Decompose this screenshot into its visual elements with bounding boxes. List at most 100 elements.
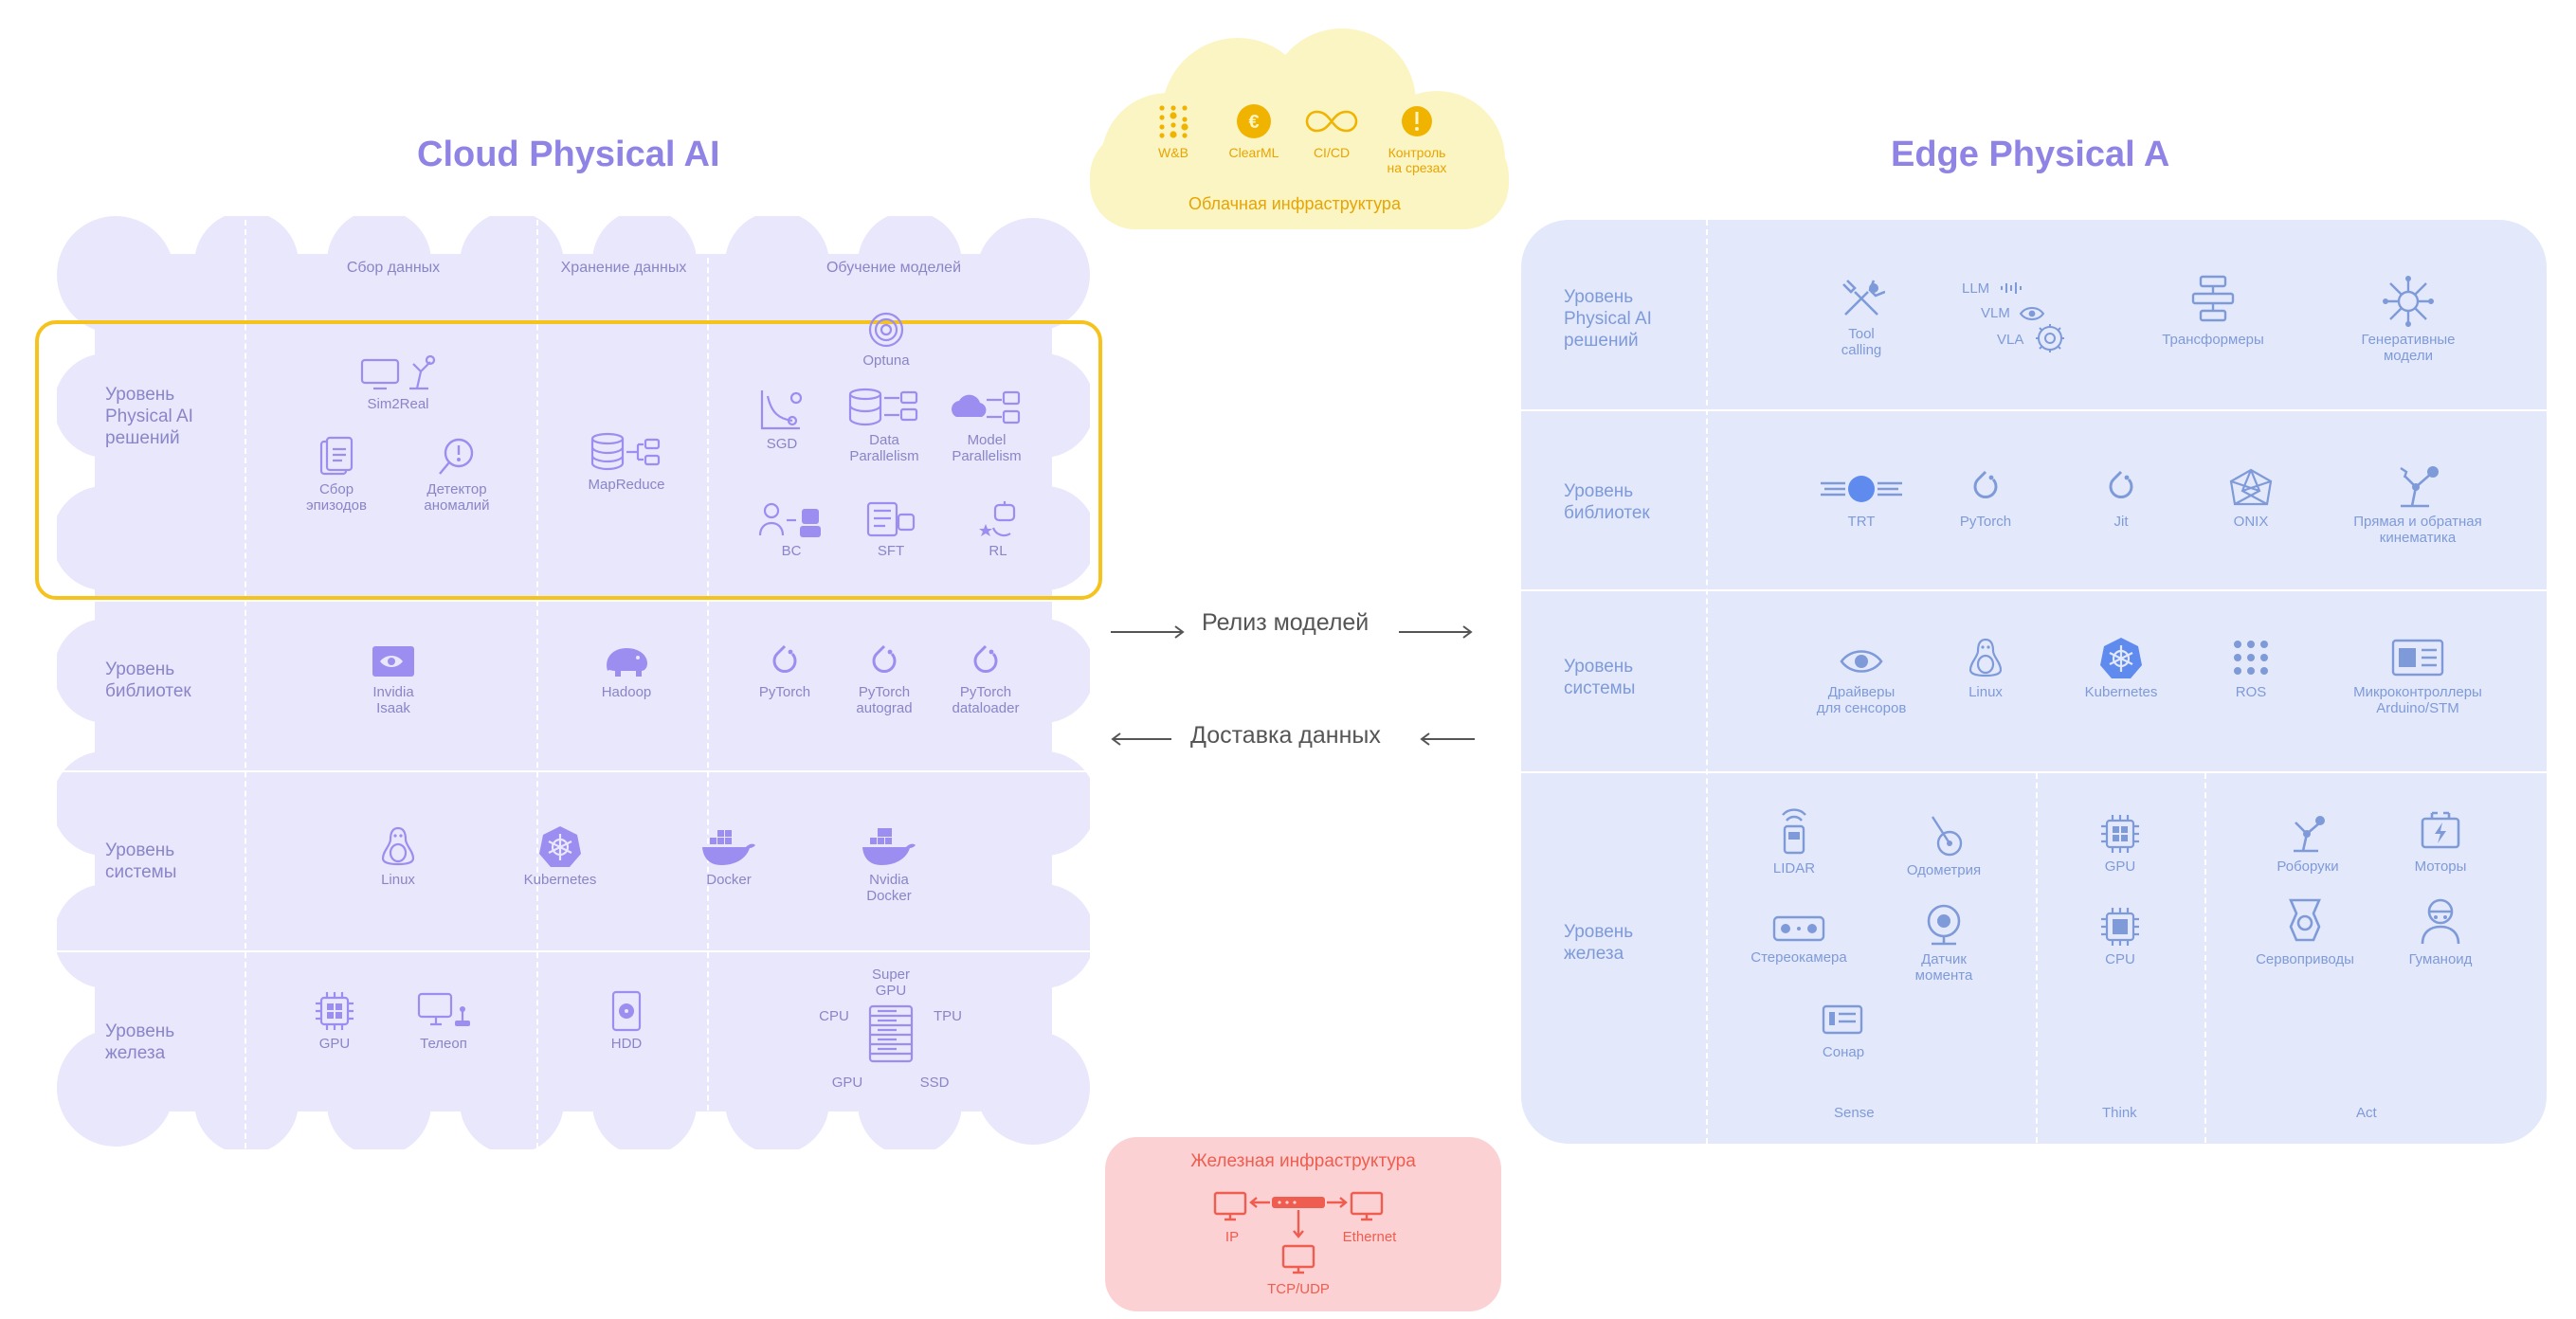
ip-label: IP bbox=[1225, 1229, 1240, 1245]
edge-panel bbox=[1521, 220, 2547, 1144]
pytorch-item: PyTorch bbox=[723, 642, 846, 700]
eye-small-icon bbox=[2019, 305, 2045, 327]
edge-linux-item: Linux bbox=[1924, 635, 2047, 700]
flowchart-icon bbox=[2191, 275, 2235, 322]
gradient-descent-icon bbox=[760, 390, 803, 430]
super-gpu-label: Super GPU bbox=[871, 967, 911, 999]
hadoop-item: Hadoop bbox=[565, 642, 688, 700]
gpu-item: GPU bbox=[273, 990, 396, 1052]
robot-reward-icon bbox=[979, 501, 1016, 537]
cloud-panel-shape bbox=[57, 216, 1090, 1149]
sft-item: SFT bbox=[829, 499, 952, 559]
pytorch-icon bbox=[2109, 470, 2133, 498]
tpu-label: TPU bbox=[934, 1008, 962, 1024]
pytorch-icon bbox=[872, 644, 897, 673]
micro-item: Микроконтроллеры Arduino/STM bbox=[2337, 635, 2498, 716]
cloud-row-divider-1 bbox=[57, 600, 1090, 602]
nine-dots-icon bbox=[2234, 641, 2268, 675]
eye-icon bbox=[1840, 650, 1883, 673]
col-head-collection: Сбор данных bbox=[346, 260, 441, 276]
robot-arm-icon bbox=[2400, 466, 2439, 508]
board-icon bbox=[2391, 639, 2444, 677]
col-head-training: Обучение моделей bbox=[825, 260, 962, 276]
roboarms-item: Роборуки bbox=[2246, 807, 2369, 875]
jit-item: Jit bbox=[2059, 468, 2183, 530]
ros-item: ROS bbox=[2189, 635, 2313, 700]
neural-star-icon bbox=[2383, 276, 2434, 327]
cloud-split-icon bbox=[952, 390, 1021, 425]
monitor-joystick-icon bbox=[417, 992, 470, 1026]
servo-icon bbox=[2289, 898, 2321, 942]
penguin-icon bbox=[381, 826, 415, 866]
episodes-item: Сбор эпизодов bbox=[275, 436, 398, 514]
transformers-item: Трансформеры bbox=[2151, 275, 2275, 348]
documents-icon bbox=[319, 436, 354, 476]
trt-item: TRT bbox=[1800, 468, 1923, 530]
webcam-icon bbox=[1927, 904, 1961, 946]
stereo-camera-item: Стереокамера bbox=[1732, 912, 1865, 966]
database-split-icon bbox=[848, 388, 918, 426]
sgd-item: SGD bbox=[720, 387, 844, 452]
chip-icon bbox=[2101, 815, 2139, 853]
sim2real-item: Sim2Real bbox=[336, 351, 460, 412]
cloud-divider-1 bbox=[245, 220, 246, 1148]
edge-level-libraries: Уровень библиотек bbox=[1564, 481, 1650, 523]
edge-divider-act bbox=[2204, 773, 2206, 1143]
edge-row-divider-3 bbox=[1521, 771, 2547, 773]
pytorch-icon bbox=[772, 644, 797, 673]
infinity-icon bbox=[1305, 110, 1358, 133]
vla-label: VLA bbox=[1997, 332, 2024, 348]
polyhedron-icon bbox=[2229, 468, 2273, 506]
solutions-highlight bbox=[35, 320, 1102, 600]
docker-icon bbox=[702, 830, 755, 865]
cloud-level-system: Уровень системы bbox=[105, 840, 177, 882]
bc-item: BC bbox=[730, 499, 853, 559]
humanoid-item: Гуманоид bbox=[2379, 896, 2502, 967]
kubernetes-item: Kubernetes bbox=[499, 824, 622, 888]
sonar-icon bbox=[1822, 1004, 1863, 1035]
vlm-label: VLM bbox=[1981, 305, 2010, 321]
optuna-item: Optuna bbox=[825, 311, 948, 369]
cloud-level-libraries: Уровень библиотек bbox=[105, 660, 191, 701]
edge-level-system: Уровень системы bbox=[1564, 657, 1636, 698]
edge-row-divider-1 bbox=[1521, 409, 2547, 411]
odometry-icon bbox=[1931, 816, 1963, 857]
hardware-infra bbox=[1105, 1137, 1501, 1311]
motors-item: Моторы bbox=[2379, 807, 2502, 875]
linux-item: Linux bbox=[336, 824, 460, 888]
person-robot-icon bbox=[758, 502, 821, 537]
elephant-icon bbox=[607, 648, 647, 677]
wandb-item: W&B bbox=[1140, 102, 1206, 160]
edge-row-divider-2 bbox=[1521, 589, 2547, 591]
brain-gear-icon bbox=[2034, 322, 2066, 359]
kubernetes-icon bbox=[539, 826, 581, 867]
edge-kubernetes-item: Kubernetes bbox=[2059, 635, 2183, 700]
target-icon bbox=[868, 312, 904, 348]
checklist-icon bbox=[866, 501, 916, 537]
server-rack bbox=[868, 1004, 914, 1068]
edge-divider-think bbox=[2036, 773, 2038, 1143]
nvidia-icon bbox=[372, 646, 414, 677]
release-arrow-right bbox=[1399, 624, 1475, 644]
alert-icon bbox=[1402, 106, 1432, 136]
group-sense: Sense bbox=[1834, 1105, 1875, 1121]
cloud-row-divider-3 bbox=[57, 950, 1090, 952]
nvidia-docker-item: Nvidia Docker bbox=[827, 824, 951, 904]
release-label: Релиз моделей bbox=[1202, 609, 1370, 636]
torque-sensor-item: Датчик момента bbox=[1882, 902, 2005, 984]
chip-icon bbox=[2101, 908, 2139, 946]
mapreduce-item: MapReduce bbox=[565, 431, 688, 493]
trt-icon bbox=[1821, 476, 1902, 502]
llm-label: LLM bbox=[1962, 280, 1990, 297]
network-icon bbox=[1213, 1191, 1384, 1274]
group-act: Act bbox=[2356, 1105, 2377, 1121]
teleop-item: Телеоп bbox=[382, 990, 505, 1052]
slice-control-item: Контроль на срезах bbox=[1374, 102, 1460, 175]
tool-calling-item: Tool calling bbox=[1800, 275, 1923, 358]
lidar-icon bbox=[1782, 808, 1806, 855]
onix-item: ONIX bbox=[2189, 468, 2313, 530]
cloud-row-divider-2 bbox=[57, 770, 1090, 772]
edge-pytorch-item: PyTorch bbox=[1924, 468, 2047, 530]
delivery-arrow-left bbox=[1109, 732, 1171, 751]
database-flow-icon bbox=[590, 432, 661, 471]
